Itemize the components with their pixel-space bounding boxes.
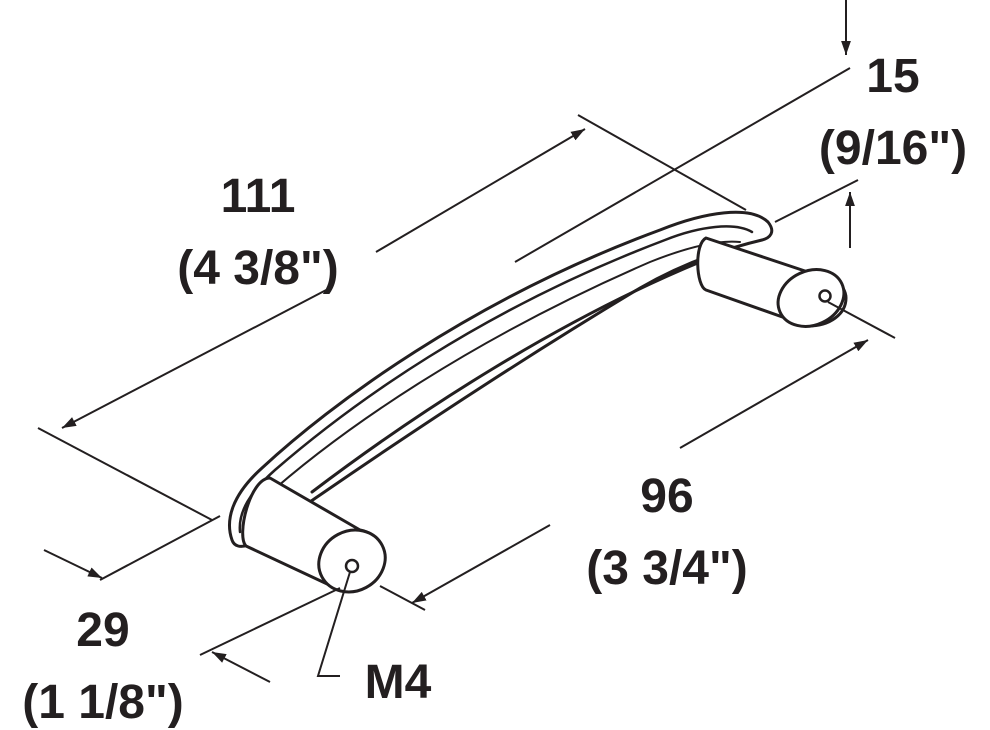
right-post-hole xyxy=(818,289,832,303)
label-111-metric: 111 xyxy=(221,170,296,223)
dim-line-96-b xyxy=(411,524,551,604)
cabinet-handle xyxy=(228,210,848,594)
ext-line-29-top xyxy=(99,515,221,581)
label-29-imperial: (1 1/8") xyxy=(22,676,183,729)
handle-underside xyxy=(310,260,702,494)
ext-line-15-bottom xyxy=(774,179,859,223)
ext-line-96-right xyxy=(827,301,896,339)
dim-line-29-b xyxy=(211,651,271,683)
label-111-imperial: (4 3/8") xyxy=(177,242,338,295)
leader-m4 xyxy=(316,571,351,677)
label-96-imperial: (3 3/4") xyxy=(586,542,747,595)
right-post-end xyxy=(776,268,846,328)
dim-line-111-b xyxy=(375,128,586,253)
ext-line-111-left xyxy=(37,427,213,521)
dimension-labels: 111 (4 3/8") 96 (3 3/4") 29 (1 1/8") 15 … xyxy=(22,50,967,729)
dim-line-29-a xyxy=(43,549,103,579)
dim-line-111-a xyxy=(61,287,331,429)
label-m4: M4 xyxy=(365,656,432,709)
ext-line-15-top xyxy=(514,67,851,263)
left-post-hole xyxy=(344,558,360,574)
ext-line-96-left xyxy=(379,585,426,611)
ext-line-111-right xyxy=(577,114,747,211)
label-15-imperial: (9/16") xyxy=(819,122,967,175)
label-96-metric: 96 xyxy=(640,470,693,523)
label-29-metric: 29 xyxy=(76,604,129,657)
ext-line-29-bottom xyxy=(199,587,341,656)
label-15-metric: 15 xyxy=(866,50,919,103)
dimension-lines xyxy=(37,0,896,683)
dim-line-96-a xyxy=(679,339,869,449)
